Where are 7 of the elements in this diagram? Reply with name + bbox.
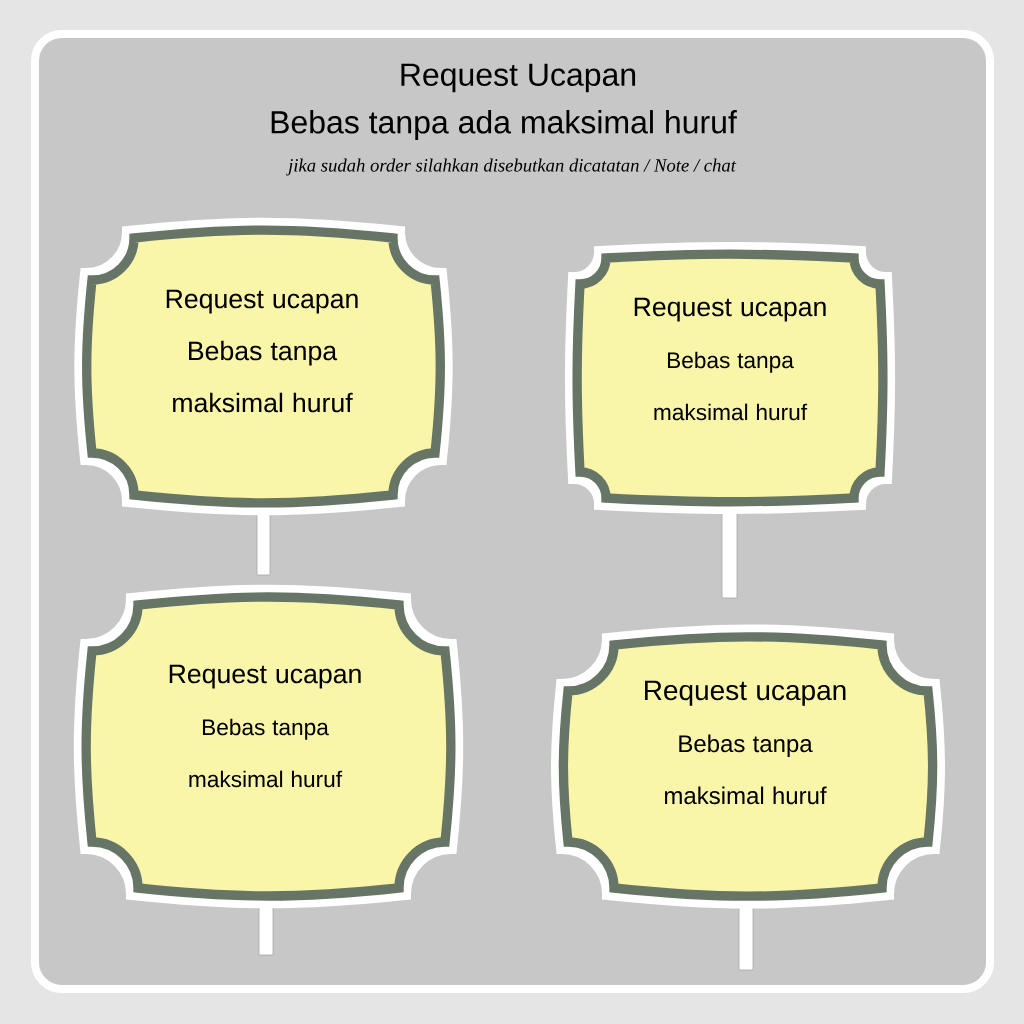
sign-board: Request ucapan Bebas tanpa maksimal huruf (551, 624, 945, 909)
note-text: jika sudah order silahkan disebutkan dicatatan / Note / chat (286, 158, 737, 176)
sign-board: Request ucapan Bebas tanpa maksimal huruf (73, 584, 464, 909)
sign-board: Request ucapan Bebas tanpa maksimal huruf (74, 217, 453, 516)
sign-board: Request ucapan Bebas tanpa maksimal huruf (564, 242, 896, 514)
heading: Bebas tanpa ada maksimal huruf (271, 110, 737, 140)
heading: Request Ucapan (401, 63, 636, 93)
